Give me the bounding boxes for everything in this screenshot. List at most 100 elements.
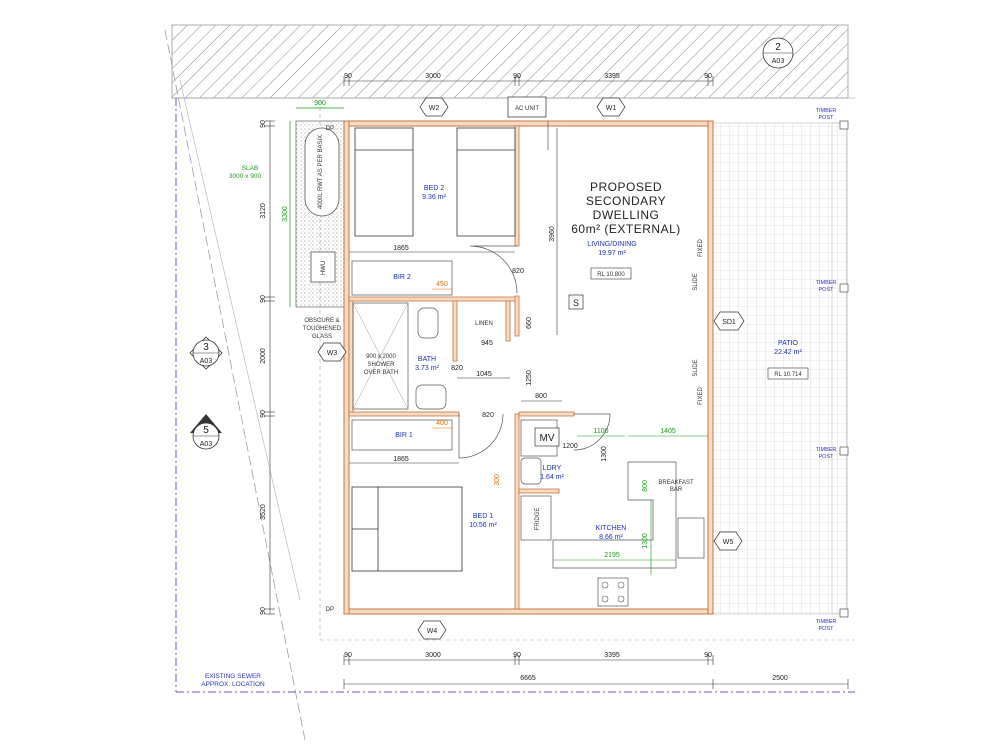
svg-text:W1: W1 <box>606 105 617 112</box>
window-tag-w4: W4 <box>417 620 447 640</box>
cooktop <box>597 577 629 607</box>
bottom-dim-3: 90 <box>513 652 521 659</box>
bath-name: BATH <box>418 356 436 363</box>
internal-walls <box>348 125 575 610</box>
dp-label-top: DP <box>326 126 334 132</box>
shower-label-1: 900 x 2000 <box>366 354 396 360</box>
shower-area <box>352 302 409 410</box>
patio-name: PATIO <box>778 340 799 347</box>
dim-1100: 1100 <box>593 428 608 435</box>
breakfast-bar-label-1: BREAKFAST <box>658 480 694 486</box>
dim-450: 450 <box>436 281 448 288</box>
fixed-label-bottom: FIXED <box>698 387 704 405</box>
laundry-area: 1.64 m² <box>540 474 564 481</box>
dim-1045: 1045 <box>476 371 492 378</box>
slab-size-label: 3000 x 900 <box>229 173 262 180</box>
dim-2195: 2195 <box>604 552 620 559</box>
section-marker-3: 3 A03 <box>189 336 223 370</box>
kitchen-area: 8.66 m² <box>599 534 623 541</box>
sewer-line <box>164 29 306 741</box>
timber-post-2: TIMBER POST <box>816 280 849 293</box>
overall-dim-patio: 2500 <box>772 675 788 682</box>
patio-level-box <box>767 367 809 380</box>
dim-1300-upper: 1300 <box>601 446 608 462</box>
top-dim-2: 3000 <box>425 73 441 80</box>
mv-label: MV <box>540 433 555 444</box>
adjacent-building-hatch <box>171 24 849 99</box>
external-walls <box>343 120 714 615</box>
svg-text:SD1: SD1 <box>722 319 736 326</box>
dim-820-bed2-door: 820 <box>512 268 524 275</box>
rainwater-tank <box>304 127 340 217</box>
dim-400: 400 <box>436 420 448 427</box>
shower-label-2: SHOWER <box>368 362 396 368</box>
ac-unit <box>507 96 547 118</box>
top-dim-4: 3395 <box>604 73 620 80</box>
svg-text:POST: POST <box>819 115 835 121</box>
vanity-basin <box>415 384 447 410</box>
obscure-glass-label-3: GLASS <box>312 334 332 340</box>
rwt-label: 4000L RWT AS PER BASIX <box>318 135 324 209</box>
dim-1200: 1200 <box>562 443 578 450</box>
title-line-4: 60m² (EXTERNAL) <box>571 222 681 236</box>
dim-3960: 3960 <box>549 226 556 242</box>
title-line-1: PROPOSED <box>590 180 662 194</box>
living-name: LIVING/DINING <box>587 241 636 248</box>
section-marker-5: 5 A03 <box>190 414 222 450</box>
slab-label: SLAB <box>242 165 259 172</box>
bottom-dim-4: 3395 <box>604 652 620 659</box>
top-dim-1: 90 <box>344 73 352 80</box>
top-dim-3: 90 <box>513 73 521 80</box>
svg-text:POST: POST <box>819 287 835 293</box>
living-level: RL 10.800 <box>597 272 625 278</box>
timber-post-1: TIMBER POST <box>816 108 849 130</box>
dim-820-bath-door: 820 <box>451 365 463 372</box>
svg-text:W3: W3 <box>327 350 338 357</box>
svg-text:TIMBER: TIMBER <box>816 619 837 625</box>
top-dimension-line <box>343 76 714 86</box>
bed-1-name: BED 1 <box>473 513 493 520</box>
sewer-label-2: APPROX. LOCATION <box>201 681 265 688</box>
door-swings <box>458 121 611 459</box>
patio-level: RL 10.714 <box>774 372 802 378</box>
patio-area: 22.42 m² <box>774 349 802 356</box>
left-dim-3: 90 <box>260 295 267 303</box>
svg-text:5: 5 <box>203 425 209 436</box>
window-tag-w5: W5 <box>713 531 743 551</box>
smoke-detector-box <box>568 294 584 310</box>
slide-label-top: SLIDE <box>693 273 699 290</box>
living-area: 19.97 m² <box>598 250 626 257</box>
bir-1-label: BIR 1 <box>395 432 413 439</box>
left-dim-5: 90 <box>260 410 267 418</box>
left-dim-2: 3120 <box>260 203 267 219</box>
bir-2-robe <box>351 260 453 296</box>
svg-text:TIMBER: TIMBER <box>816 280 837 286</box>
title-line-2: SECONDARY <box>586 194 666 208</box>
svg-text:A03: A03 <box>772 58 785 65</box>
obscure-glass-label-1: OBSCURE & <box>304 318 339 324</box>
svg-text:TIMBER: TIMBER <box>816 447 837 453</box>
svg-text:2: 2 <box>775 42 781 53</box>
sewer-line-2 <box>179 79 301 601</box>
svg-text:TIMBER: TIMBER <box>816 108 837 114</box>
dim-1865-upper: 1865 <box>393 245 409 252</box>
title-line-3: DWELLING <box>593 208 660 222</box>
laundry-name: LDRY <box>543 465 562 472</box>
dim-300: 300 <box>494 474 501 486</box>
dim-820-bed1-door: 820 <box>482 412 494 419</box>
hot-water-unit <box>310 251 336 283</box>
dim-1865-lower: 1865 <box>393 456 409 463</box>
bottom-dimension-line <box>343 655 849 689</box>
bath-area: 3.73 m² <box>415 365 439 372</box>
timber-post-4: TIMBER POST <box>816 608 849 632</box>
breakfast-bar-label-2: BAR <box>670 487 683 493</box>
timber-post-3: TIMBER POST <box>816 446 849 460</box>
dim-945: 945 <box>481 340 493 347</box>
kitchen-bench <box>552 461 677 569</box>
toilet <box>417 307 439 339</box>
left-dim-4: 2000 <box>260 348 267 364</box>
bed-1-furniture <box>351 486 463 572</box>
svg-text:W4: W4 <box>427 628 438 635</box>
left-dim-7: 90 <box>260 607 267 615</box>
